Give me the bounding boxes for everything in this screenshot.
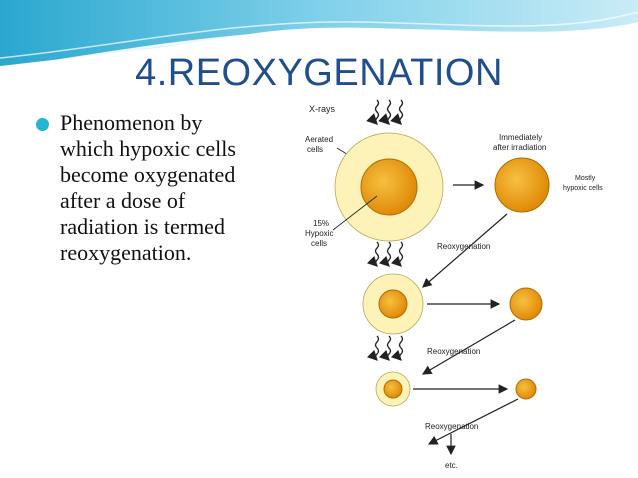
aerated-label-line1: Aerated [305,135,333,144]
hypoxic-label-line2: Hypoxic [305,229,333,238]
second-irradiated-cell [509,287,543,321]
mostly-hypoxic-label-line2: hypoxic cells [563,185,603,192]
reoxygenation-diagram: X-rays Aerated cells 15% Hypoxic cells I… [305,99,603,470]
second-hypoxic-core [378,289,408,319]
mostly-hypoxic-label-line1: Mostly [575,175,596,182]
xray-arrows-middle [366,241,404,267]
etc-label: etc. [445,461,458,470]
third-hypoxic-core [383,379,403,399]
xrays-label: X-rays [309,104,336,114]
slide-title: 4.REOXYGENATION [135,52,503,94]
immediately-label-line2: after irradiation [493,143,546,152]
immediately-label-line1: Immediately [499,133,542,142]
reoxygenation-label-1: Reoxygenation [437,242,490,251]
post-irradiation-cell [494,157,550,213]
third-irradiated-cell [515,378,537,400]
aerated-label-line2: cells [307,145,323,154]
bullet-text: Phenomenon by which hypoxic cells become… [60,110,236,265]
xray-arrows-top [366,99,404,125]
initial-hypoxic-core [360,158,418,216]
hypoxic-label-line1: 15% [313,219,329,228]
bullet-marker [36,118,49,131]
hypoxic-label-line3: cells [311,239,327,248]
xray-arrows-lower [366,335,404,361]
header-wave-decoration [0,0,638,72]
reoxygenation-label-2: Reoxygenation [427,347,480,356]
reoxygenation-label-3: Reoxygenation [425,422,478,431]
